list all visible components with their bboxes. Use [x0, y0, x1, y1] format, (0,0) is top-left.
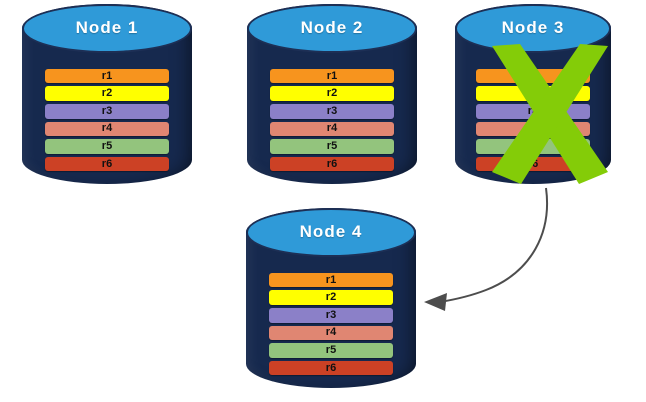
node-4-cylinder-top	[246, 208, 416, 257]
node-2-cylinder-top	[247, 4, 417, 53]
node-1-row-r3: r3	[44, 104, 170, 119]
node-3-rows: r1 r2 r3 r4 r5 r6	[476, 68, 590, 172]
node-2-row-r4: r4	[269, 121, 395, 137]
node-2-row-r6: r6	[269, 156, 395, 172]
node-1-row-r5: r5	[44, 139, 170, 154]
node-4-row-r2: r2	[268, 290, 394, 305]
node-3-label: Node 3	[501, 18, 565, 38]
node-1-row-r1: r1	[44, 68, 170, 84]
node-2-row-r1: r1	[269, 68, 395, 84]
node-4-row-r6: r6	[268, 360, 394, 376]
node-3-row-r4: r4	[476, 121, 590, 137]
node-4-label: Node 4	[299, 222, 363, 242]
node-2-label: Node 2	[300, 18, 364, 38]
node-3[interactable]: Node 3 r1 r2 r3 r4 r5 r6	[455, 4, 611, 184]
node-4-row-r3: r3	[268, 308, 394, 323]
node-4-row-r4: r4	[268, 325, 394, 341]
node-1-label: Node 1	[75, 18, 139, 38]
node-1-cylinder-top	[22, 4, 192, 53]
node-2[interactable]: Node 2 r1 r2 r3 r4 r5 r6	[247, 4, 417, 184]
node-4-row-r5: r5	[268, 343, 394, 358]
node-3-row-r6: r6	[476, 156, 590, 172]
node-4[interactable]: Node 4 r1 r2 r3 r4 r5 r6	[246, 208, 416, 388]
node-3-row-r3: r3	[476, 104, 590, 119]
node-1[interactable]: Node 1 r1 r2 r3 r4 r5 r6	[22, 4, 192, 184]
replication-arrow-path	[439, 187, 548, 303]
node-1-row-r2: r2	[44, 86, 170, 101]
node-1-rows: r1 r2 r3 r4 r5 r6	[44, 68, 170, 172]
node-4-rows: r1 r2 r3 r4 r5 r6	[268, 272, 394, 376]
node-3-row-r1: r1	[476, 68, 590, 84]
node-1-row-r6: r6	[44, 156, 170, 172]
node-4-row-r1: r1	[268, 272, 394, 288]
node-2-row-r5: r5	[269, 139, 395, 154]
node-2-rows: r1 r2 r3 r4 r5 r6	[269, 68, 395, 172]
node-1-row-r4: r4	[44, 121, 170, 137]
replication-arrow-head	[424, 293, 447, 311]
node-3-row-r5: r5	[476, 139, 590, 154]
node-2-row-r3: r3	[269, 104, 395, 119]
node-3-row-r2: r2	[476, 86, 590, 101]
node-2-row-r2: r2	[269, 86, 395, 101]
